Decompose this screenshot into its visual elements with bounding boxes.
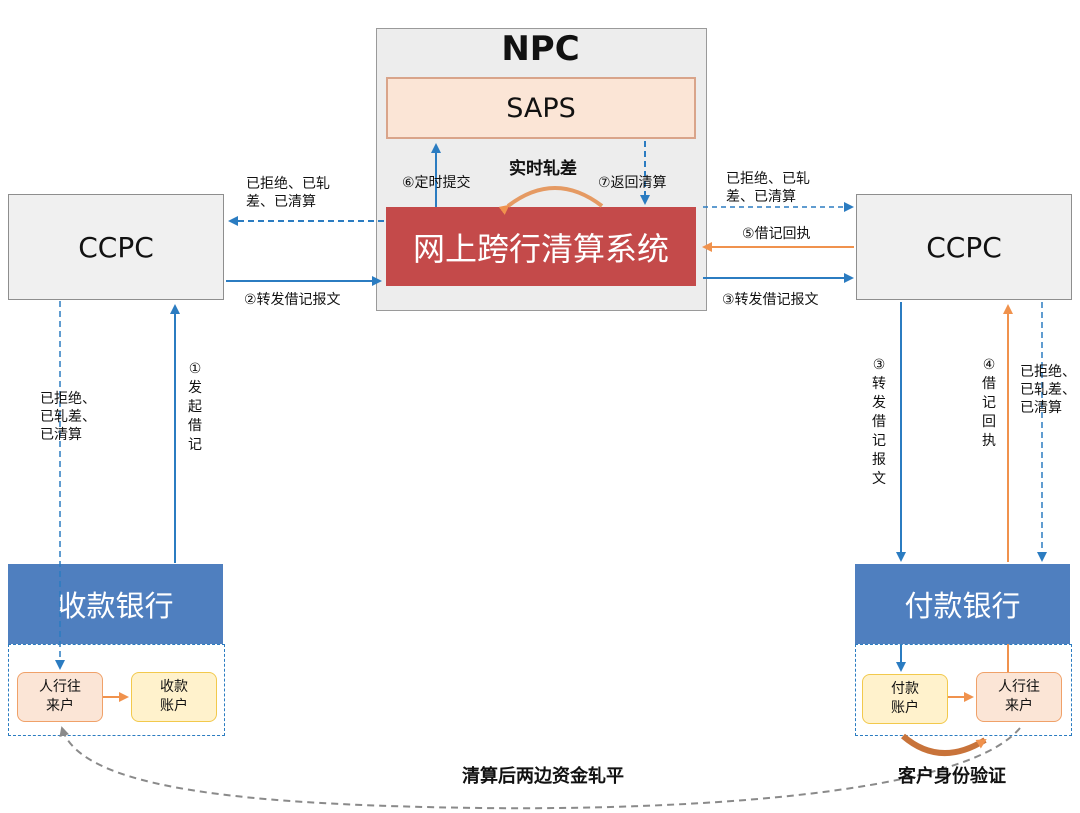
left-interbank-account: 人行往 来户: [17, 672, 103, 722]
ccpc-right-box: CCPC: [856, 194, 1072, 300]
settle-balance-label: 清算后两边资金轧平: [462, 766, 624, 787]
npc-title: NPC: [501, 29, 580, 69]
identity-verify-arc: [901, 733, 987, 756]
right-interbank-account: 人行往 来户: [976, 672, 1062, 722]
receiving-account: 收款 账户: [131, 672, 217, 722]
rejected-top-left-label: 已拒绝、已轧 差、已清算: [246, 176, 330, 210]
timed-submit-label: ⑥定时提交: [402, 175, 471, 191]
identity-verify-label: 客户身份验证: [898, 766, 1006, 787]
receiving-accounts-frame: [8, 644, 225, 736]
receiving-bank-box: 收款银行: [8, 564, 223, 644]
realtime-netting-label: 实时轧差: [509, 159, 577, 179]
rejected-right-vertical-label: 已拒绝、 已轧差、 已清算: [1020, 364, 1076, 416]
rejected-left-vertical-label: 已拒绝、 已轧差、 已清算: [40, 391, 96, 443]
paying-bank-box: 付款银行: [855, 564, 1070, 644]
forward-debit-right-label: ③转发借记报文: [722, 292, 819, 308]
debit-receipt-label: ⑤借记回执: [742, 226, 811, 242]
paying-accounts-frame: [855, 644, 1072, 736]
paying-account: 付款 账户: [862, 674, 948, 724]
debit-receipt-vertical-label: ④借记回执: [982, 357, 996, 449]
ccpc-left-box: CCPC: [8, 194, 224, 300]
realtime-netting-arc: [498, 186, 604, 215]
forward-debit-vertical-label: ③转发借记报文: [872, 357, 886, 487]
online-clearing-system-box: 网上跨行清算系统: [386, 207, 696, 286]
saps-box: SAPS: [386, 77, 696, 139]
initiate-debit-label: ①发起借记: [188, 361, 202, 453]
return-clear-label: ⑦返回清算: [598, 175, 667, 191]
settlement-balance-curve: [59, 726, 1021, 810]
forward-debit-left-label: ②转发借记报文: [244, 292, 341, 308]
rejected-top-right-label: 已拒绝、已轧 差、已清算: [726, 171, 810, 205]
